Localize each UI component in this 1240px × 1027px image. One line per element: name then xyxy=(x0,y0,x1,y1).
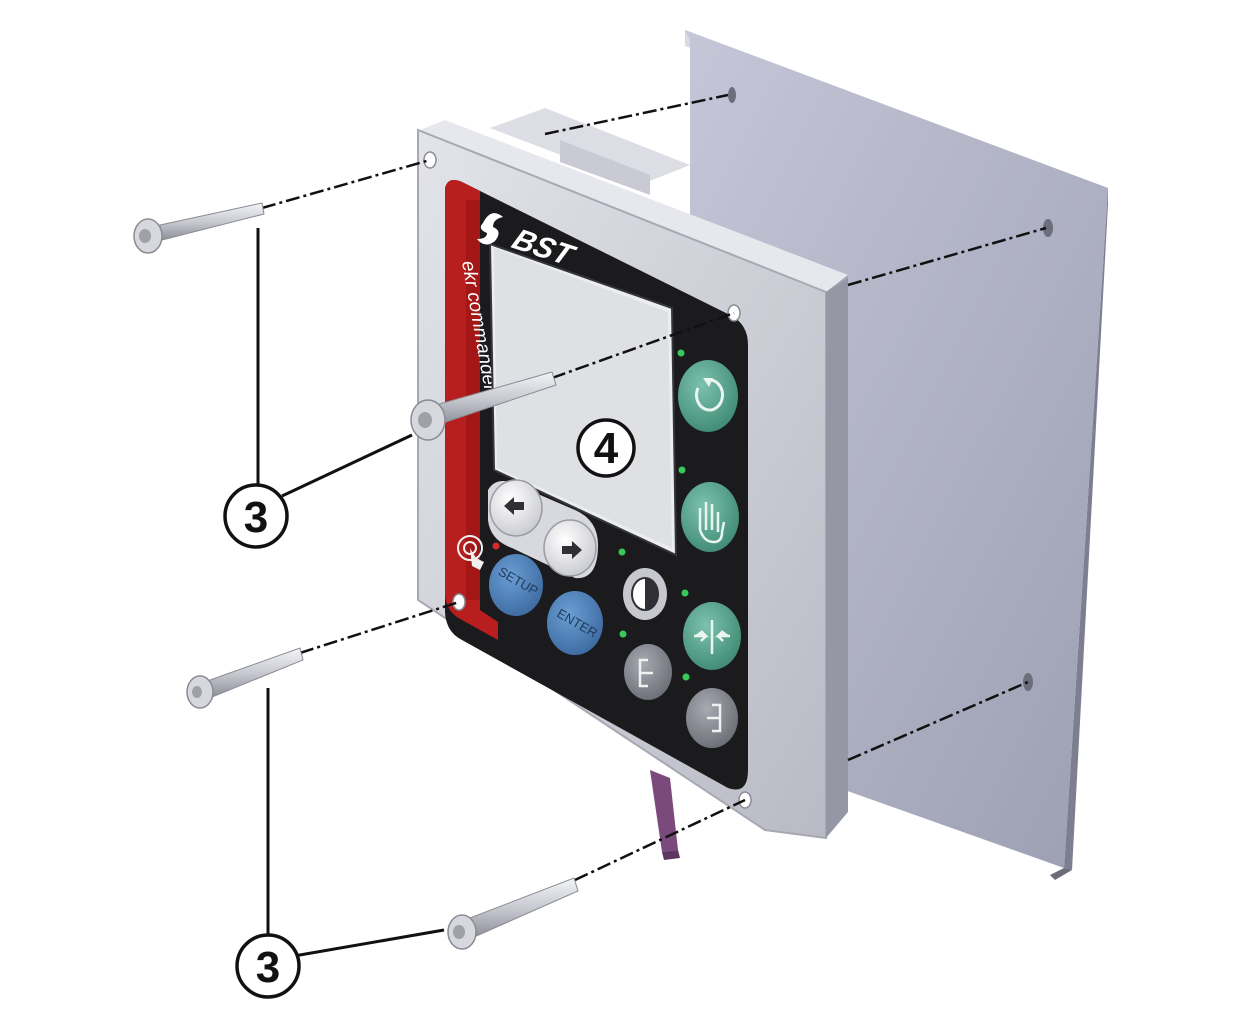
stop-button[interactable] xyxy=(681,482,739,552)
bracket-left-icon xyxy=(638,658,653,688)
plate-hole-top-left xyxy=(728,87,736,103)
led-green-refresh xyxy=(677,349,685,357)
alignment-lines xyxy=(261,93,1047,882)
setup-button[interactable]: SETUP xyxy=(489,554,543,616)
screw-bottom xyxy=(447,877,579,950)
hand-icon xyxy=(698,502,726,544)
center-button[interactable] xyxy=(683,602,741,670)
plate-hole-bottom-right xyxy=(1023,673,1033,691)
led-red xyxy=(492,542,500,550)
refresh-button[interactable] xyxy=(678,360,738,432)
led-green-bracket-right xyxy=(682,673,690,681)
right-arrow-key[interactable] xyxy=(543,519,597,577)
svg-text:3: 3 xyxy=(244,493,268,542)
screw-top-left xyxy=(133,202,265,254)
led-green-center xyxy=(681,589,689,597)
leader-lines xyxy=(256,228,445,958)
bracket-right-button[interactable] xyxy=(686,688,738,748)
screw-bottom-left xyxy=(186,647,304,709)
plate-hole-top-right xyxy=(1043,219,1053,237)
led-green-stop xyxy=(678,466,686,474)
keypad: SETUP ENTER xyxy=(488,349,741,748)
bst-swoosh-icon xyxy=(477,213,503,245)
led-green-contrast xyxy=(618,548,626,556)
callout-display: 4 xyxy=(576,418,636,478)
left-arrow-key[interactable] xyxy=(489,479,543,537)
svg-text:3: 3 xyxy=(256,943,280,992)
svg-text:4: 4 xyxy=(594,424,619,473)
screw-middle xyxy=(410,371,557,441)
bracket-right-icon xyxy=(707,703,722,733)
contrast-button[interactable] xyxy=(623,568,667,620)
arrow-left-icon xyxy=(504,497,524,515)
bracket-left-button[interactable] xyxy=(624,644,672,700)
callout-screws-upper: 3 xyxy=(223,483,289,549)
contrast-icon xyxy=(631,577,659,611)
cable xyxy=(650,770,680,860)
rotate-icon xyxy=(695,378,724,412)
display-screen xyxy=(488,242,678,557)
arrow-right-icon xyxy=(562,541,582,559)
led-green-bracket-left xyxy=(619,630,627,638)
enter-button[interactable]: ENTER xyxy=(547,591,603,655)
center-arrows-icon xyxy=(694,620,730,654)
callout-screws-lower: 3 xyxy=(235,933,301,999)
touch-icon xyxy=(457,535,484,570)
